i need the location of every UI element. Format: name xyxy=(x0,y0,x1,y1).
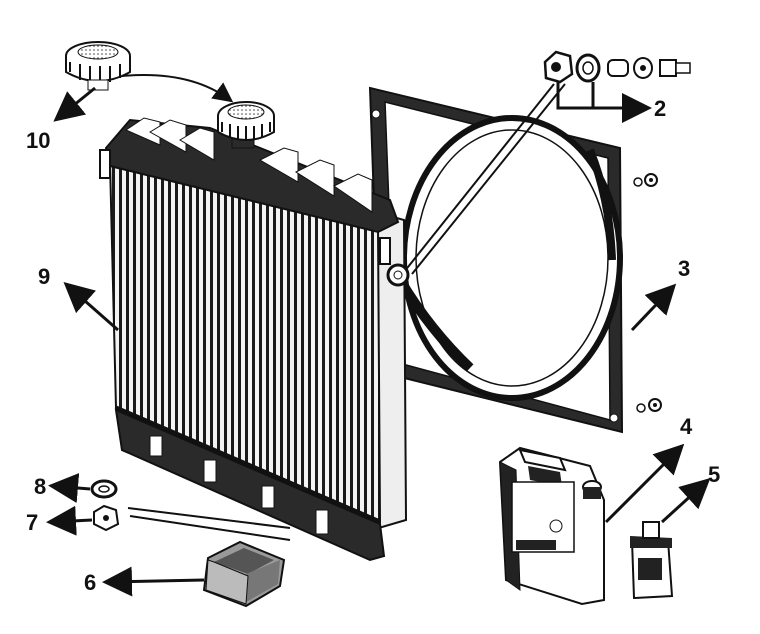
arrow-9 xyxy=(63,282,119,332)
radiator-cap-installed xyxy=(217,101,275,141)
callout-10: 10 xyxy=(26,128,51,153)
rubber-mount xyxy=(202,540,286,608)
drain-washer xyxy=(90,479,118,499)
mounting-hardware xyxy=(403,50,691,275)
arrow-5 xyxy=(660,477,711,524)
radiator xyxy=(99,117,410,562)
callout-7: 7 xyxy=(26,510,39,535)
shroud-nuts-top xyxy=(633,173,658,187)
callout-2: 2 xyxy=(654,96,667,121)
arrow-10 xyxy=(53,86,96,122)
arrow-6 xyxy=(102,566,205,597)
callout-6: 6 xyxy=(84,570,97,595)
arrow-3 xyxy=(630,283,677,332)
arrow-8 xyxy=(48,473,91,503)
radiator-cap xyxy=(65,41,131,91)
drain-plug xyxy=(93,504,291,541)
arrow-7 xyxy=(46,505,93,536)
callout-5: 5 xyxy=(708,462,721,487)
install-arrow xyxy=(121,74,234,103)
shroud-nuts-bottom xyxy=(636,398,662,413)
coolant-canister xyxy=(498,446,605,606)
fan-shroud xyxy=(368,86,624,434)
callout-8: 8 xyxy=(34,474,47,499)
additive-bottle xyxy=(630,521,674,600)
callout-4: 4 xyxy=(680,414,693,439)
arrow-4 xyxy=(604,443,685,524)
callout-3: 3 xyxy=(678,256,691,281)
callout-9: 9 xyxy=(38,264,51,289)
